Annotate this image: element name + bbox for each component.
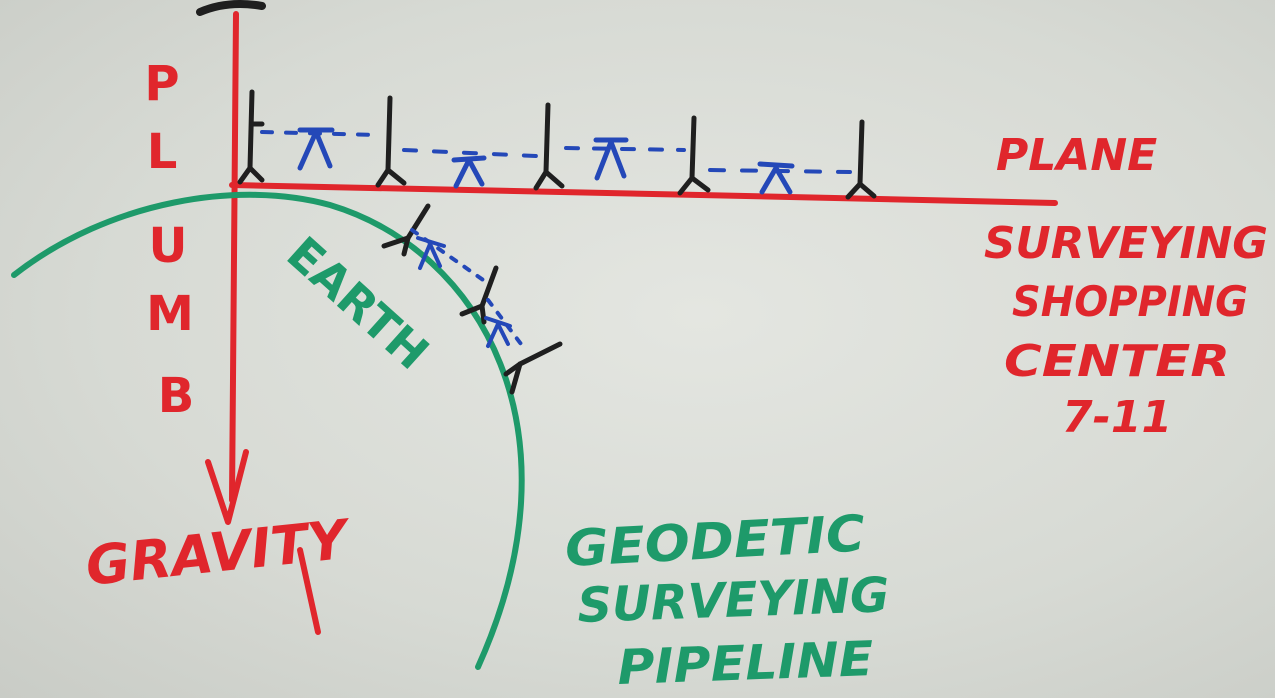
plumb-letter-m: M — [146, 286, 194, 342]
plumb-line — [229, 11, 239, 503]
level-symbol-icon — [416, 236, 446, 270]
tripod-icon — [381, 203, 431, 257]
plane-line — [229, 182, 1058, 206]
center-label: CENTER — [1004, 336, 1230, 387]
sight-line — [402, 148, 538, 158]
plumb-letter-b: B — [158, 368, 195, 424]
plumb-letter-p: P — [144, 56, 179, 112]
tripod-icon — [845, 119, 877, 200]
plumb-letter-l: L — [147, 124, 178, 180]
marker-smudge — [196, 0, 266, 16]
tripod-icon — [503, 341, 563, 395]
plumb-letter-u: U — [149, 218, 188, 274]
geodetic-surveying-label: SURVEYING — [576, 567, 890, 634]
earth-curve — [11, 191, 525, 670]
pipeline-label: PIPELINE — [616, 631, 874, 696]
plane-label: PLANE — [996, 130, 1157, 181]
gravity-label: GRAVITY — [83, 507, 355, 598]
tripod-icon — [533, 102, 565, 191]
tripod-icon — [677, 115, 711, 196]
level-symbol-icon — [593, 137, 629, 181]
level-symbol-icon — [484, 316, 512, 348]
tripod-icon — [237, 89, 265, 185]
level-symbol-icon — [451, 155, 487, 189]
shopping-label: SHOPPING — [1012, 277, 1248, 326]
sight-line — [564, 146, 686, 152]
geodetic-label: GEODETIC — [564, 504, 867, 578]
sight-line — [260, 130, 380, 137]
tripod-icon — [459, 265, 499, 325]
level-symbol-icon — [297, 127, 335, 171]
seven-eleven-label: 7-11 — [1062, 392, 1172, 443]
tripod-icon — [375, 95, 407, 188]
plane-surveying-label: SURVEYING — [984, 218, 1268, 269]
gravity-underline-stroke — [297, 547, 321, 635]
level-symbol-icon — [757, 161, 795, 195]
gravity-arrowhead — [205, 449, 249, 525]
